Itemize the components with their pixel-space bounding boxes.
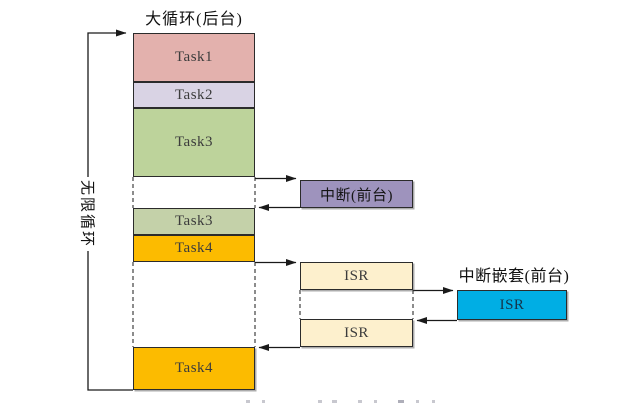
task4-block: Task4 [133, 235, 255, 262]
task3-resume-label: Task3 [174, 213, 214, 229]
task1-block: Task1 [133, 33, 255, 82]
interrupt-block: 中断(前台) [300, 180, 413, 208]
background-loop-title: 大循环(后台) [145, 11, 243, 28]
task2-block: Task2 [133, 82, 255, 108]
task3-label: Task3 [174, 134, 214, 150]
nested-isr-label: ISR [499, 296, 525, 313]
infinite-loop-label: 无限循环 [77, 176, 99, 252]
isr1-block: ISR [300, 262, 413, 290]
nested-isr-block: ISR [457, 290, 567, 320]
nested-interrupt-title: 中断嵌套(前台) [458, 268, 570, 285]
cropped-caption-marks [240, 400, 480, 405]
isr1-label: ISR [344, 267, 369, 284]
isr2-label: ISR [344, 324, 369, 341]
task4-label: Task4 [174, 240, 214, 256]
task3-block: Task3 [133, 108, 255, 177]
interrupt-label: 中断(前台) [320, 187, 393, 204]
isr2-block: ISR [300, 319, 413, 347]
task1-label: Task1 [174, 49, 214, 65]
task3-resume-block: Task3 [133, 208, 255, 235]
task2-label: Task2 [174, 86, 214, 103]
task4-resume-label: Task4 [174, 360, 214, 376]
task4-resume-block: Task4 [133, 347, 255, 390]
